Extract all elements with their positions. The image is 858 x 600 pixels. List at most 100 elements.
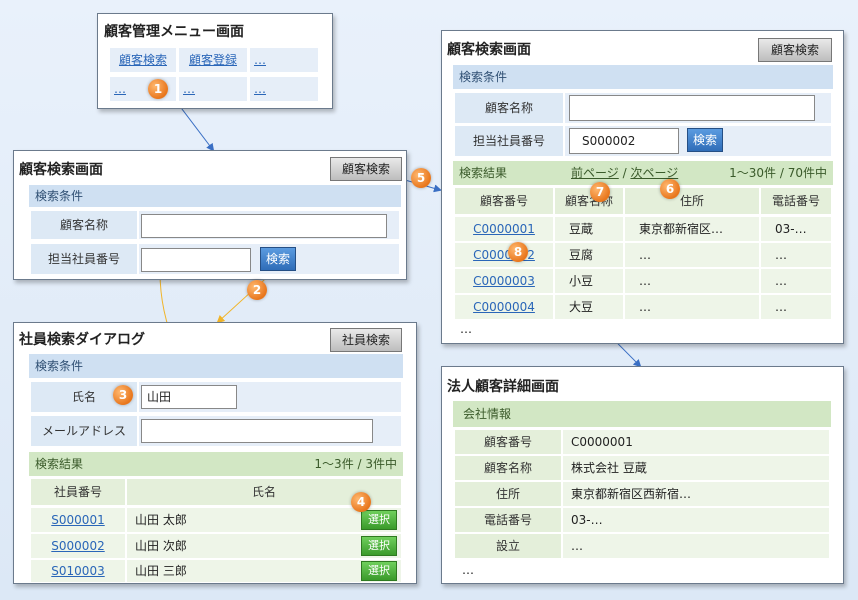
dialog-col-id: 社員番号: [31, 479, 125, 505]
select-button[interactable]: 選択: [361, 510, 397, 530]
employee-id-link[interactable]: S000001: [51, 513, 105, 527]
detail-label: 設立: [455, 534, 561, 558]
menu-title: 顧客管理メニュー画面: [104, 24, 244, 40]
customer-id-link[interactable]: C0000003: [473, 274, 535, 288]
right-results-count: 1～30件 / 70件中: [729, 166, 827, 180]
step-badge-3: 3: [113, 385, 133, 405]
step-badge-7: 7: [590, 182, 610, 202]
employee-id-link[interactable]: S000002: [51, 539, 105, 553]
address-cell: …: [625, 243, 759, 267]
search-left-title: 顧客検索画面: [19, 162, 103, 178]
phone-cell: 03-…: [761, 217, 831, 241]
prev-page-link[interactable]: 前ページ: [571, 166, 619, 180]
employee-name-cell: 山田 三郎: [127, 560, 401, 582]
customer-name-input[interactable]: [141, 214, 387, 238]
detail-value: 03-…: [563, 508, 829, 532]
col-address: 住所: [625, 188, 759, 214]
right-customer-name-label: 顧客名称: [455, 93, 563, 123]
right-employee-number-label: 担当社員番号: [455, 126, 563, 156]
customer-id-link[interactable]: C0000004: [473, 300, 535, 314]
address-cell: 東京都新宿区…: [625, 217, 759, 241]
right-results-label: 検索結果: [459, 166, 508, 180]
corporate-customer-detail-window: 法人顧客詳細画面 会社情報 顧客番号 C0000001 顧客名称 株式会社 豆蔵…: [441, 366, 844, 584]
right-search-button[interactable]: 検索: [687, 128, 723, 152]
table-row: C0000003: [455, 269, 553, 293]
detail-value: 株式会社 豆蔵: [563, 456, 829, 480]
step-badge-8: 8: [508, 242, 528, 262]
dialog-name-input[interactable]: 山田: [141, 385, 237, 409]
customer-search-window-right: 顧客検索画面 顧客検索 検索条件 顧客名称 担当社員番号 S000002 検索 …: [441, 30, 844, 344]
phone-cell: …: [761, 243, 831, 267]
pager: 前ページ / 次ページ: [571, 161, 678, 185]
dialog-results-count: 1～3件 / 3件中: [314, 457, 397, 471]
address-cell: …: [625, 269, 759, 293]
menu-item-customer-register[interactable]: 顧客登録: [179, 48, 247, 72]
customer-search-window-left: 顧客検索画面 顧客検索 検索条件 顧客名称 担当社員番号 検索: [13, 150, 407, 280]
more-rows: …: [460, 322, 472, 336]
table-row: S000001: [31, 508, 125, 532]
customer-name-cell: 小豆: [555, 269, 623, 293]
step-badge-2: 2: [247, 280, 267, 300]
col-customer-id: 顧客番号: [455, 188, 553, 214]
right-results-header: 検索結果 前ページ / 次ページ 1～30件 / 70件中: [453, 161, 833, 185]
phone-cell: …: [761, 269, 831, 293]
dialog-mail-label: メールアドレス: [31, 416, 137, 446]
step-badge-6: 6: [660, 179, 680, 199]
detail-value: C0000001: [563, 430, 829, 454]
table-row: C0000001: [455, 217, 553, 241]
customer-name-label: 顧客名称: [31, 211, 137, 239]
employee-number-input[interactable]: [141, 248, 251, 272]
step-badge-1: 1: [148, 79, 168, 99]
detail-value: …: [563, 534, 829, 558]
detail-label: 住所: [455, 482, 561, 506]
menu-item-more-1[interactable]: …: [250, 48, 318, 72]
table-row: C0000002: [455, 243, 553, 267]
employee-search-dialog: 社員検索ダイアログ 社員検索 検索条件 氏名 山田 メールアドレス 検索結果 1…: [13, 322, 417, 584]
table-row: C0000004: [455, 295, 553, 319]
menu-item-more-3[interactable]: …: [179, 77, 247, 101]
customer-name-cell: 豆腐: [555, 243, 623, 267]
table-row: S010003: [31, 560, 125, 582]
employee-id-link[interactable]: S010003: [51, 564, 105, 578]
col-phone: 電話番号: [761, 188, 831, 214]
dialog-results-header: 検索結果 1～3件 / 3件中: [29, 452, 403, 476]
customer-search-tab-button[interactable]: 顧客検索: [330, 157, 402, 181]
col-customer-name: 顧客名称: [555, 188, 623, 214]
detail-title: 法人顧客詳細画面: [447, 379, 559, 395]
menu-window: 顧客管理メニュー画面 顧客検索 顧客登録 … … … …: [97, 13, 333, 109]
select-button[interactable]: 選択: [361, 536, 397, 556]
employee-name-cell: 山田 太郎: [127, 508, 401, 532]
search-button[interactable]: 検索: [260, 247, 296, 271]
next-page-link[interactable]: 次ページ: [630, 166, 679, 180]
right-employee-number-input[interactable]: S000002: [569, 128, 679, 154]
step-badge-4: 4: [351, 492, 371, 512]
criteria-header: 検索条件: [29, 185, 401, 207]
detail-label: 顧客名称: [455, 456, 561, 480]
dialog-results-label: 検索結果: [35, 457, 84, 471]
customer-id-link[interactable]: C0000001: [473, 222, 535, 236]
phone-cell: …: [761, 295, 831, 319]
right-customer-name-input[interactable]: [569, 95, 815, 121]
menu-item-customer-search[interactable]: 顧客検索: [110, 48, 176, 72]
detail-label: 顧客番号: [455, 430, 561, 454]
menu-item-more-4[interactable]: …: [250, 77, 318, 101]
right-criteria-header: 検索条件: [453, 65, 833, 89]
dialog-criteria-header: 検索条件: [29, 354, 403, 378]
detail-label: 電話番号: [455, 508, 561, 532]
employee-search-tab-button[interactable]: 社員検索: [330, 328, 402, 352]
search-right-title: 顧客検索画面: [447, 42, 531, 58]
dialog-title: 社員検索ダイアログ: [19, 332, 145, 348]
detail-more: …: [462, 563, 474, 577]
dialog-mail-input[interactable]: [141, 419, 373, 443]
employee-name-cell: 山田 次郎: [127, 534, 401, 558]
table-row: S000002: [31, 534, 125, 558]
pager-separator: /: [618, 166, 631, 180]
detail-value: 東京都新宿区西新宿…: [563, 482, 829, 506]
select-button[interactable]: 選択: [361, 561, 397, 581]
address-cell: …: [625, 295, 759, 319]
step-badge-5: 5: [411, 168, 431, 188]
employee-number-label: 担当社員番号: [31, 244, 137, 274]
customer-search-tab-button-right[interactable]: 顧客検索: [758, 38, 832, 62]
company-info-header: 会社情報: [453, 401, 831, 427]
customer-name-cell: 豆蔵: [555, 217, 623, 241]
